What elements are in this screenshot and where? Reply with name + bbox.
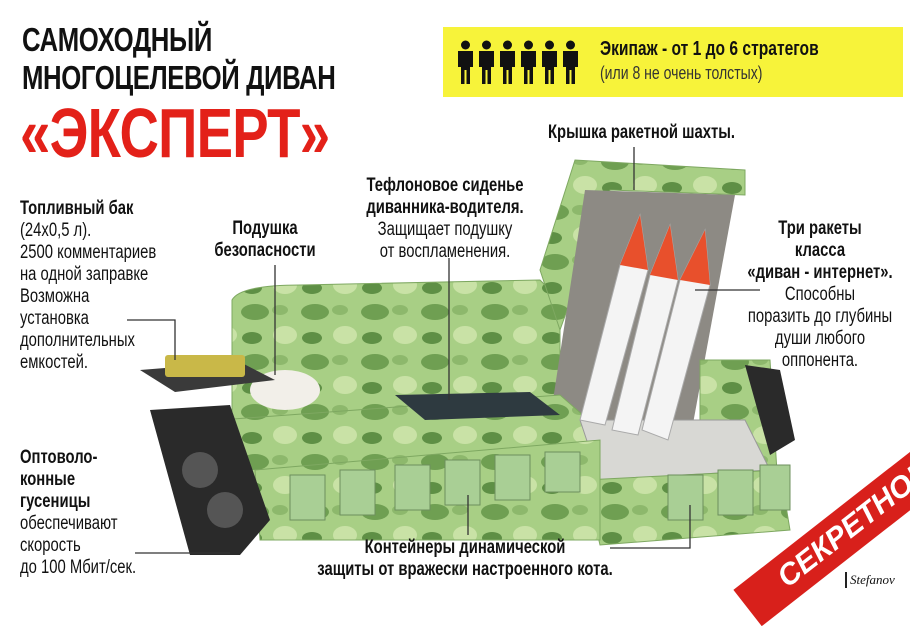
rockets-line: оппонента. (781, 350, 859, 371)
rockets (579, 213, 711, 441)
tracks-title: конные (20, 469, 76, 490)
title-line-2: МНОГОЦЕЛЕВОЙ ДИВАН (22, 59, 336, 96)
fuel-line: емкостей. (20, 352, 88, 373)
tracks-line: скорость (20, 535, 81, 556)
tracks-title: гусеницы (20, 491, 91, 512)
person-icon (458, 40, 473, 84)
pillow-callout: Подушка безопасности (207, 218, 324, 262)
rockets-callout: Три ракеты класса «диван - интернет». Сп… (742, 218, 898, 372)
rockets-line: поразить до глубины (747, 306, 893, 327)
person-icon (563, 40, 578, 84)
person-icon (521, 40, 536, 84)
seat-text-2: от воспламенения. (379, 241, 511, 262)
fuel-line: 2500 комментариев (20, 242, 157, 263)
track-right (745, 365, 795, 455)
containers-line-1: Контейнеры динамической (364, 537, 566, 558)
fuel-line: Возможна (20, 286, 90, 307)
pillow-line-1: Подушка (232, 218, 298, 239)
tracks-line: до 100 Мбит/сек. (20, 557, 137, 578)
fuel-line: установка (20, 308, 89, 329)
rockets-line: Способны (784, 284, 856, 305)
pillow-line-2: безопасности (214, 240, 316, 261)
track-left (150, 405, 270, 555)
crew-banner: Экипаж - от 1 до 6 стратегов (или 8 не о… (443, 27, 903, 97)
seat-callout: Тефлоновое сиденье диванника-водителя. З… (348, 175, 543, 263)
rockets-title: «диван - интернет». (747, 262, 893, 283)
containers-line-2: защиты от вражески настроенного кота. (317, 559, 613, 580)
person-icon (500, 40, 515, 84)
rockets-title: класса (794, 240, 846, 261)
rockets-title: Три ракеты (778, 218, 862, 239)
sofa-illustration (127, 147, 795, 555)
product-name: «ЭКСПЕРТ» (20, 94, 330, 172)
rockets-line: души любого (774, 328, 866, 349)
crew-main-text: Экипаж - от 1 до 6 стратегов (600, 38, 819, 60)
tracks-line: обеспечивают (20, 513, 118, 534)
crew-sub-text: (или 8 не очень толстых) (600, 63, 763, 83)
seat-title-1: Тефлоновое сиденье (366, 175, 524, 196)
lid-label: Крышка ракетной шахты. (548, 122, 736, 143)
dynamic-protection-containers (289, 451, 791, 521)
tracks-callout: Оптоволо- конные гусеницы обеспечивают с… (20, 447, 136, 579)
fuel-title: Топливный бак (20, 198, 134, 219)
title-line-1: САМОХОДНЫЙ (22, 21, 212, 58)
fuel-line: дополнительных (20, 330, 135, 351)
crew-icons (457, 40, 579, 84)
person-icon (479, 40, 494, 84)
tracks-title: Оптоволо- (20, 447, 98, 468)
fuel-line: (24х0,5 л). (20, 220, 92, 241)
fuel-cans (165, 355, 245, 377)
teflon-seat (395, 392, 560, 420)
fuel-callout: Топливный бак (24х0,5 л). 2500 комментар… (20, 198, 156, 374)
containers-callout: Контейнеры динамической защиты от вражес… (309, 537, 621, 581)
signature: Stefanov (845, 572, 895, 588)
leader-lines (127, 147, 760, 554)
fuel-line: на одной заправке (20, 264, 149, 285)
seat-text-1: Защищает подушку (377, 219, 513, 240)
seat-title-2: диванника-водителя. (366, 197, 524, 218)
person-icon (542, 40, 557, 84)
